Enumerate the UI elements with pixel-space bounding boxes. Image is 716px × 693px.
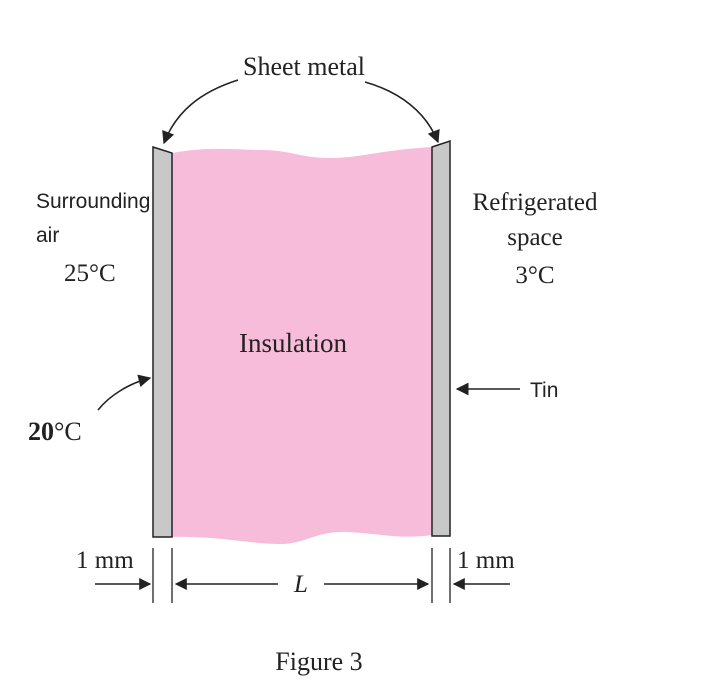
refrigerated-space-temperature: 3°C xyxy=(515,262,554,289)
right-sheet-metal xyxy=(431,139,451,537)
refrigerated-space-label-line2: space xyxy=(507,224,563,251)
insulation-label: Insulation xyxy=(239,328,347,358)
sheet-metal-right-arrow xyxy=(364,81,440,144)
sheet-metal-label: Sheet metal xyxy=(243,52,365,81)
insulation-thickness-label: L xyxy=(293,571,308,598)
sheet-metal-left-arrow xyxy=(162,79,239,145)
left-thickness-label: 1 mm xyxy=(76,547,134,574)
insulation-layer xyxy=(172,147,432,544)
outer-surface-temperature-unit: °C xyxy=(54,417,82,446)
surrounding-air-label-line1: Surrounding xyxy=(36,190,150,213)
figure-caption: Figure 3 xyxy=(275,647,362,676)
outer-surface-arrow xyxy=(97,374,152,411)
right-thickness-label: 1 mm xyxy=(457,547,515,574)
refrigerated-space-label-line1: Refrigerated xyxy=(473,189,598,216)
surrounding-air-label-line2: air xyxy=(36,224,59,247)
tin-label: Tin xyxy=(530,379,558,402)
surrounding-air-temperature: 25°C xyxy=(64,260,116,287)
left-sheet-metal xyxy=(152,145,173,538)
outer-surface-temperature-value: 20 xyxy=(28,417,54,446)
outer-surface-temperature: 20°C xyxy=(28,417,82,446)
